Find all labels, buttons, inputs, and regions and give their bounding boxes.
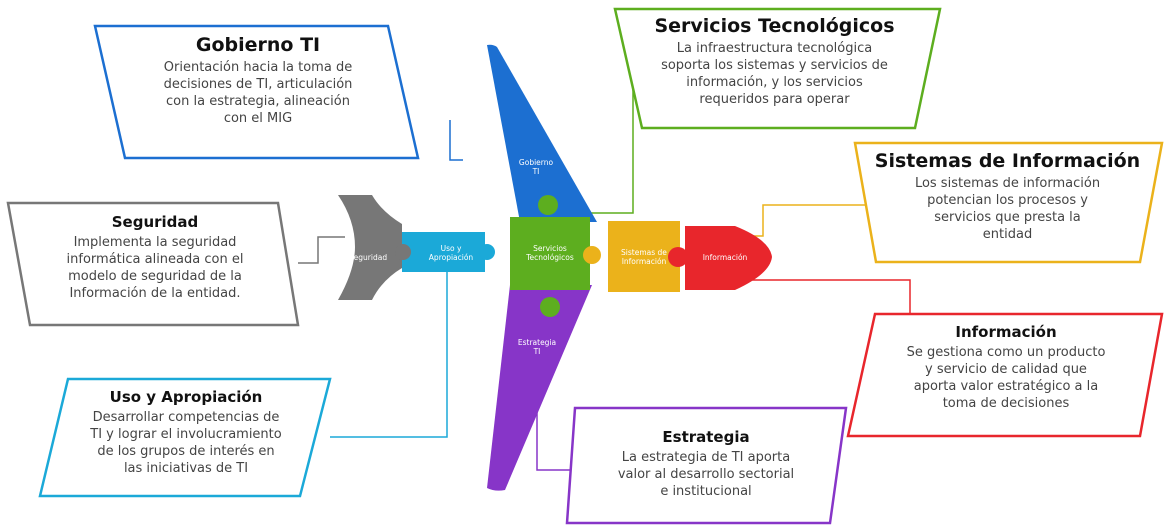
text-line: Apropiación (428, 253, 474, 262)
text-line: La estrategia de TI aporta (621, 450, 791, 465)
box-frame-gobierno (93, 24, 420, 160)
text-line: con el MIG (223, 111, 293, 126)
text-line: Sistemas de (621, 248, 667, 257)
box-uso: Uso y Apropiación Desarrollar competenci… (55, 388, 317, 477)
text-line: aporta valor estratégico a la (913, 379, 1099, 394)
knob-sistemas-servicios (583, 246, 601, 264)
box-title-estrategia: Estrategia (662, 428, 750, 446)
box-seguridad: Seguridad Implementa la seguridad informá… (22, 213, 288, 302)
box-frame-estrategia (565, 406, 848, 525)
text-line: Gobierno (518, 158, 554, 167)
box-title-gobierno: Gobierno TI (195, 34, 321, 56)
box-title-servicios: Servicios Tecnológicos (654, 15, 895, 37)
connector-informacion (735, 279, 911, 315)
connector-uso (330, 270, 448, 438)
text-line: Uso y (440, 244, 462, 253)
box-informacion: Información Se gestiona como un producto… (860, 323, 1152, 412)
knob-informacion-sistemas (668, 247, 688, 267)
description-boxes (6, 7, 1164, 525)
text-line: Información de la entidad. (69, 286, 241, 301)
box-estrategia: Estrategia La estrategia de TI aporta val… (575, 428, 837, 500)
box-servicios: Servicios Tecnológicos La infraestructur… (622, 15, 927, 108)
text-line: Seguridad (348, 253, 388, 262)
box-gobierno: Gobierno TI Orientación hacia la toma de… (120, 34, 396, 127)
text-line: TI (532, 167, 540, 176)
text-line: Tecnológicos (526, 253, 574, 262)
text-line: Información (702, 253, 748, 262)
piece-sistemas (608, 221, 680, 292)
piece-uso (402, 232, 485, 272)
text-line: TI y lograr el involucramiento (90, 427, 282, 442)
box-text-informacion: Se gestiona como un producto y servicio d… (907, 344, 1106, 412)
text-line: Se gestiona como un producto (906, 345, 1106, 360)
text-line: toma de decisiones (942, 396, 1070, 411)
text-line: Información (621, 257, 667, 266)
text-line: potencian los procesos y (927, 193, 1088, 208)
text-line: las iniciativas de TI (123, 461, 249, 476)
box-frame-uso (38, 377, 332, 498)
text-line: y servicio de calidad que (925, 362, 1087, 377)
text-line: con la estrategia, alineación (166, 94, 350, 109)
text-line: valor al desarrollo sectorial (617, 467, 795, 482)
text-line: TI (533, 347, 541, 356)
airplane (338, 44, 772, 491)
box-frame-informacion (846, 312, 1164, 438)
piece-estrategia (487, 285, 592, 491)
box-title-informacion: Información (955, 323, 1057, 341)
piece-seguridad (338, 195, 402, 300)
box-frame-seguridad (6, 201, 300, 327)
box-text-gobierno: Orientación hacia la toma de decisiones d… (164, 59, 353, 127)
box-frame-sistemas (853, 141, 1164, 264)
text-line: informática alineada con el (66, 252, 244, 267)
knob-uso-seguridad (395, 244, 411, 260)
text-line: información, y los servicios (686, 75, 863, 90)
piece-gobierno (487, 44, 597, 222)
text-line: Servicios (533, 244, 567, 253)
box-text-estrategia: La estrategia de TI aporta valor al desar… (618, 449, 794, 500)
text-line: e institucional (660, 484, 752, 499)
box-text-seguridad: Implementa la seguridad informática aline… (67, 234, 244, 302)
piece-label-informacion: Información (694, 253, 756, 262)
text-line: Los sistemas de información (914, 176, 1101, 191)
piece-informacion (685, 226, 772, 290)
knob-gobierno (538, 195, 558, 215)
knob-servicios-uso (479, 244, 495, 260)
text-line: La infraestructura tecnológica (676, 41, 873, 56)
connector-sistemas (745, 204, 876, 237)
piece-servicios (510, 217, 590, 290)
box-title-seguridad: Seguridad (111, 213, 199, 231)
connector-servicios (590, 60, 634, 214)
box-sistemas: Sistemas de Información Los sistemas de … (865, 150, 1150, 243)
connector-gobierno (449, 120, 463, 161)
box-text-servicios: La infraestructura tecnológica soporta lo… (661, 40, 888, 108)
box-title-sistemas: Sistemas de Información (874, 150, 1141, 172)
box-frame-servicios (613, 7, 942, 130)
knob-estrategia (540, 297, 560, 317)
text-line: Desarrollar competencias de (92, 410, 280, 425)
box-text-uso: Desarrollar competencias de TI y lograr e… (90, 409, 281, 477)
text-line: modelo de seguridad de la (68, 269, 242, 284)
text-line: Estrategia (517, 338, 557, 347)
text-line: Implementa la seguridad (73, 235, 237, 250)
text-line: requeridos para operar (699, 92, 850, 107)
text-line: servicios que presta la (934, 210, 1081, 225)
text-line: decisiones de TI, articulación (163, 77, 353, 92)
connector-seguridad (298, 236, 345, 264)
text-line: de los grupos de interés en (97, 444, 275, 459)
box-title-uso: Uso y Apropiación (109, 388, 263, 406)
box-text-sistemas: Los sistemas de información potencian los… (915, 175, 1100, 243)
text-line: Orientación hacia la toma de (163, 60, 353, 75)
text-line: entidad (982, 227, 1033, 242)
text-line: soporta los sistemas y servicios de (661, 58, 888, 73)
piece-label-seguridad: Seguridad (342, 253, 394, 262)
